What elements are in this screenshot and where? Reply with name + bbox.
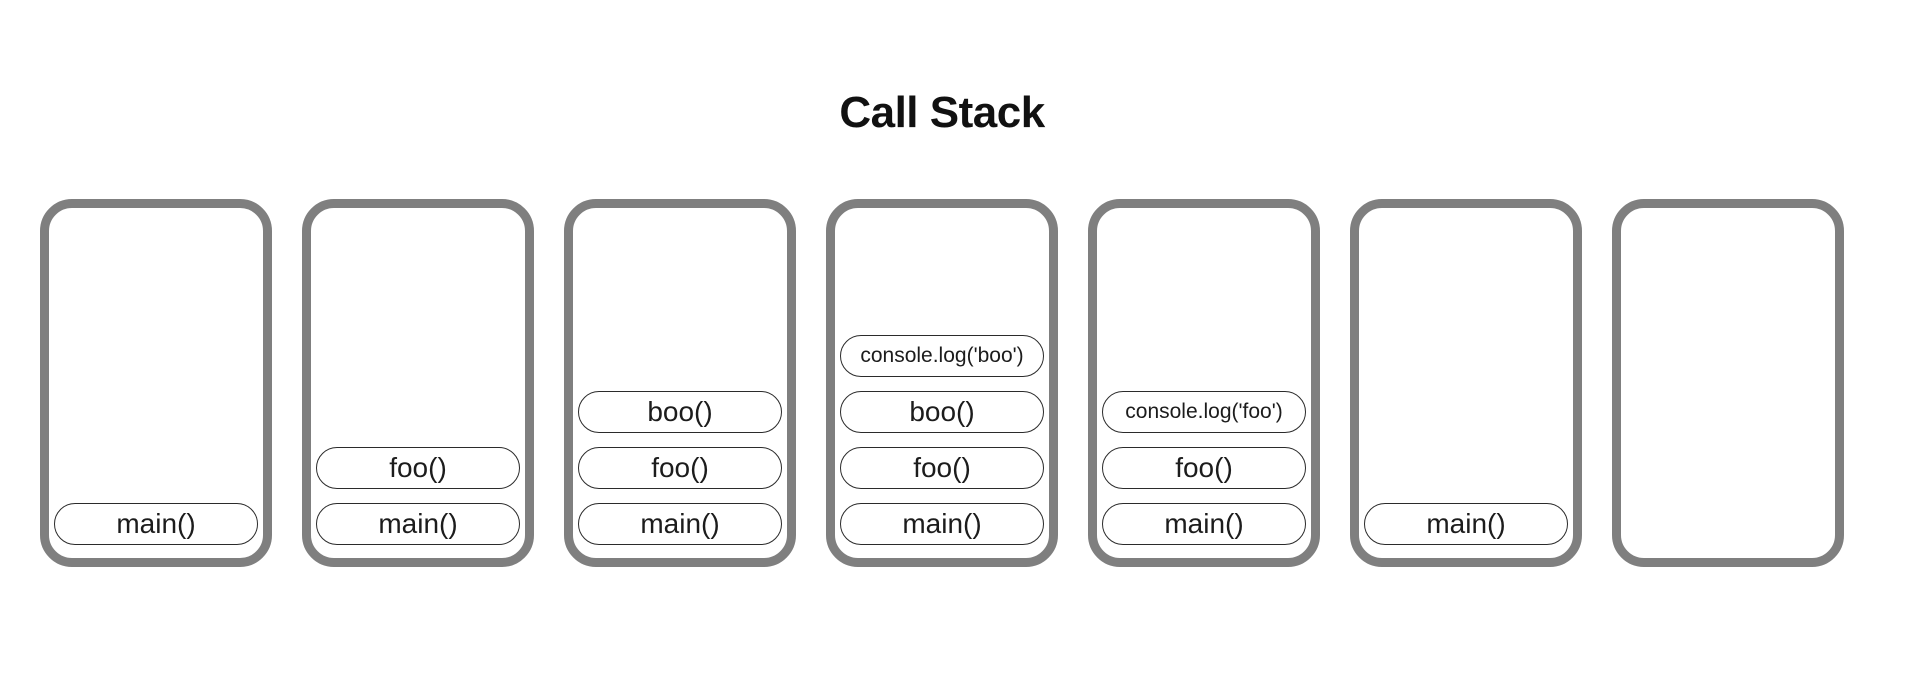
stack-frame-pill: foo() bbox=[1102, 447, 1306, 489]
call-stack-step-1: main() bbox=[40, 199, 272, 567]
call-stack-step-2: foo() main() bbox=[302, 199, 534, 567]
stack-frame-pill: foo() bbox=[840, 447, 1044, 489]
stack-frame-pill: foo() bbox=[316, 447, 520, 489]
call-stack-step-7 bbox=[1612, 199, 1844, 567]
stack-frame-pill: console.log('boo') bbox=[840, 335, 1044, 377]
stack-frame-pill: console.log('foo') bbox=[1102, 391, 1306, 433]
stack-frame-pill: main() bbox=[54, 503, 258, 545]
stack-frame-pill: main() bbox=[1102, 503, 1306, 545]
diagram-title: Call Stack bbox=[839, 88, 1045, 137]
stack-frame-pill: foo() bbox=[578, 447, 782, 489]
stack-frame-pill: boo() bbox=[578, 391, 782, 433]
call-stack-step-4: console.log('boo') boo() foo() main() bbox=[826, 199, 1058, 567]
stacks-row: main() foo() main() boo() foo() main() c… bbox=[40, 199, 1844, 567]
stack-frame-pill: main() bbox=[316, 503, 520, 545]
call-stack-step-6: main() bbox=[1350, 199, 1582, 567]
stack-frame-pill: main() bbox=[1364, 503, 1568, 545]
call-stack-step-3: boo() foo() main() bbox=[564, 199, 796, 567]
stack-frame-pill: main() bbox=[840, 503, 1044, 545]
stack-frame-pill: main() bbox=[578, 503, 782, 545]
stack-frame-pill: boo() bbox=[840, 391, 1044, 433]
call-stack-step-5: console.log('foo') foo() main() bbox=[1088, 199, 1320, 567]
